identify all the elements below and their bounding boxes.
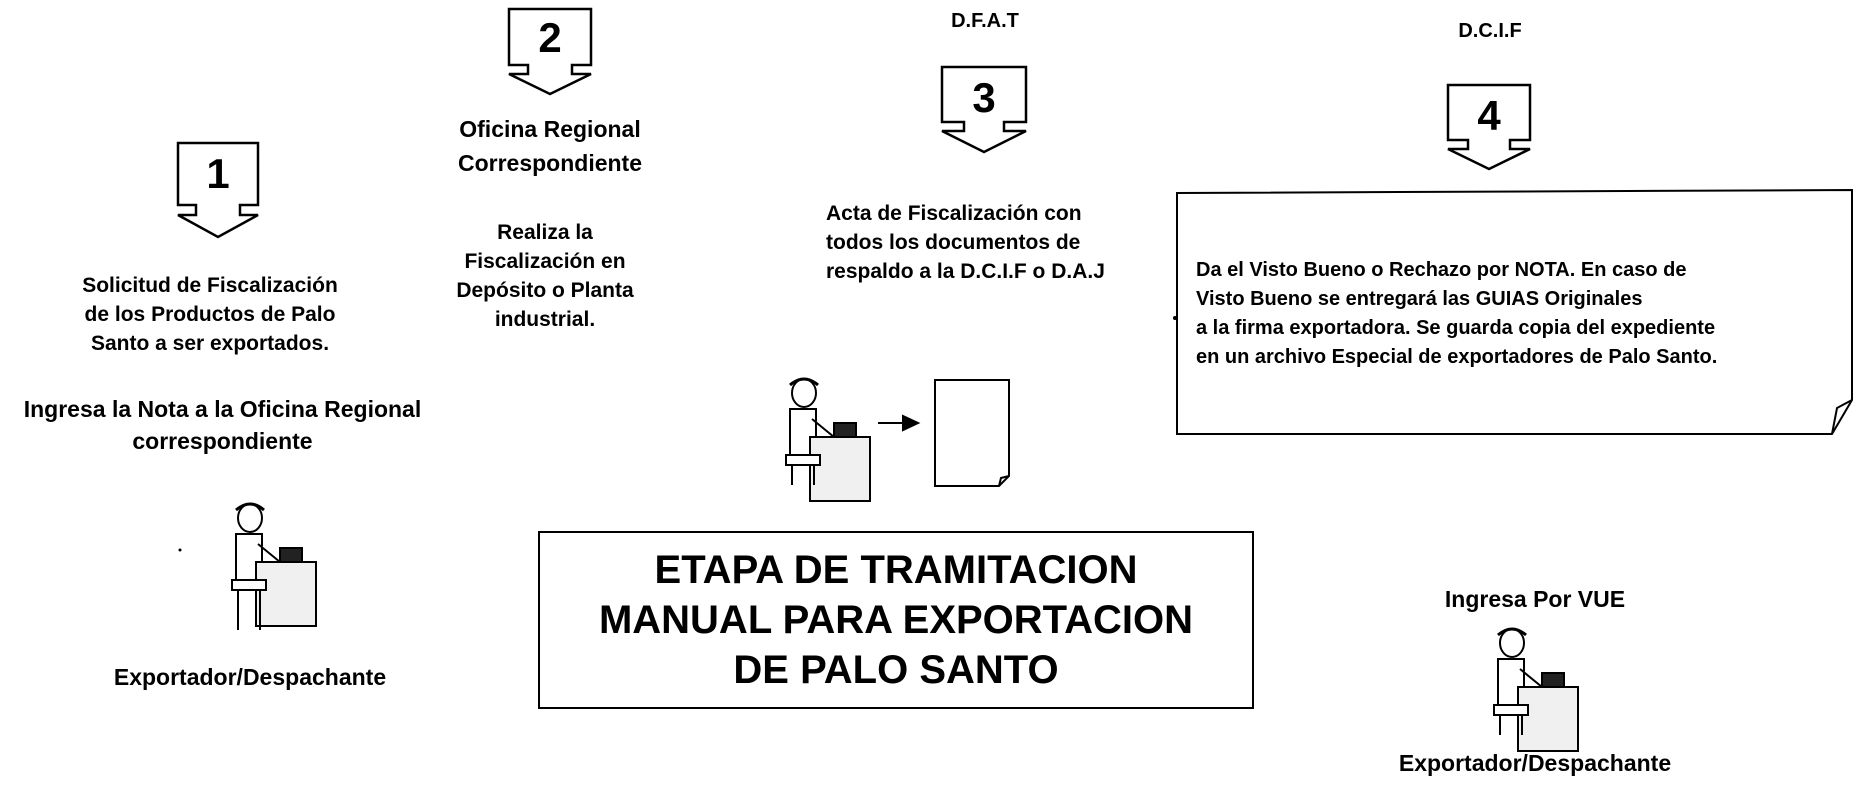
ingresa-vue-label: Ingresa Por VUE [1444, 586, 1626, 612]
page-title: ETAPA DE TRAMITACION MANUAL PARA EXPORTA… [599, 545, 1193, 695]
step-1-description: Solicitud de Fiscalización de los Produc… [40, 271, 380, 358]
exporter-label-right: Exportador/Despachante [1398, 750, 1672, 776]
person-at-desk-icon-left [231, 502, 317, 630]
step-2-heading: Oficina Regional Correspondiente [400, 112, 700, 180]
step-4-line-2: Visto Bueno se entregará las GUIAS Origi… [1196, 288, 1643, 310]
step-1-line-2: de los Productos de Palo [84, 303, 336, 326]
step-3-description: Acta de Fiscalización con todos los docu… [826, 199, 1166, 286]
ingresa-nota-line-1: Ingresa la Nota a la Oficina Regional [23, 396, 422, 422]
step-4-line-1: Da el Visto Bueno o Rechazo por NOTA. En… [1196, 259, 1687, 281]
step-2-line-2: Fiscalización en [464, 250, 626, 273]
step-1-number: 1 [206, 150, 230, 197]
step-4-arrow-icon [1446, 83, 1532, 171]
step-2-heading-line-2: Correspondiente [457, 150, 643, 176]
step-3-line-1: Acta de Fiscalización con [826, 202, 1082, 225]
arrow-to-document-icon [878, 414, 921, 432]
step-3-number: 3 [972, 74, 996, 121]
step-2-number: 2 [538, 14, 562, 61]
step-1-arrow-icon [176, 141, 260, 239]
step-2-heading-line-1: Oficina Regional [459, 116, 641, 142]
step-1-line-3: Santo a ser exportados. [90, 332, 330, 355]
step-2-arrow-icon [507, 7, 593, 96]
step-3-line-3: respaldo a la D.C.I.F o D.A.J [826, 260, 1105, 283]
exporter-label-left: Exportador/Despachante [113, 664, 387, 690]
step-4-line-4: en un archivo Especial de exportadores d… [1196, 346, 1718, 368]
ingresa-nota-label: Ingresa la Nota a la Oficina Regional co… [0, 393, 445, 457]
person-at-desk-icon-right [1493, 627, 1579, 752]
ingresa-nota-line-2: correspondiente [132, 428, 313, 454]
step-4-number: 4 [1477, 92, 1501, 139]
step-2-line-4: industrial. [494, 308, 596, 331]
step-3-arrow-icon [940, 65, 1028, 154]
title-line-3: DE PALO SANTO [733, 648, 1059, 692]
step-4-note-box [1176, 188, 1853, 435]
title-box: ETAPA DE TRAMITACION MANUAL PARA EXPORTA… [538, 531, 1254, 709]
step-4-description: Da el Visto Bueno o Rechazo por NOTA. En… [1196, 256, 1846, 372]
step-3-agency: D.F.A.T [951, 10, 1019, 32]
step-4-line-3: a la firma exportadora. Se guarda copia … [1196, 317, 1716, 339]
step-2-line-1: Realiza la [497, 221, 593, 244]
note-dot [1173, 316, 1177, 320]
step-3-line-2: todos los documentos de [826, 231, 1081, 254]
person-at-desk-icon-center [785, 377, 871, 502]
step-2-description: Realiza la Fiscalización en Depósito o P… [420, 218, 670, 334]
step-1-line-1: Solicitud de Fiscalización [82, 274, 338, 297]
step-4-agency: D.C.I.F [1458, 20, 1522, 42]
title-line-2: MANUAL PARA EXPORTACION [598, 598, 1194, 642]
document-icon [934, 379, 1010, 487]
step-2-line-3: Depósito o Planta [456, 279, 634, 302]
stray-dot [178, 548, 182, 552]
title-line-1: ETAPA DE TRAMITACION [654, 548, 1138, 592]
